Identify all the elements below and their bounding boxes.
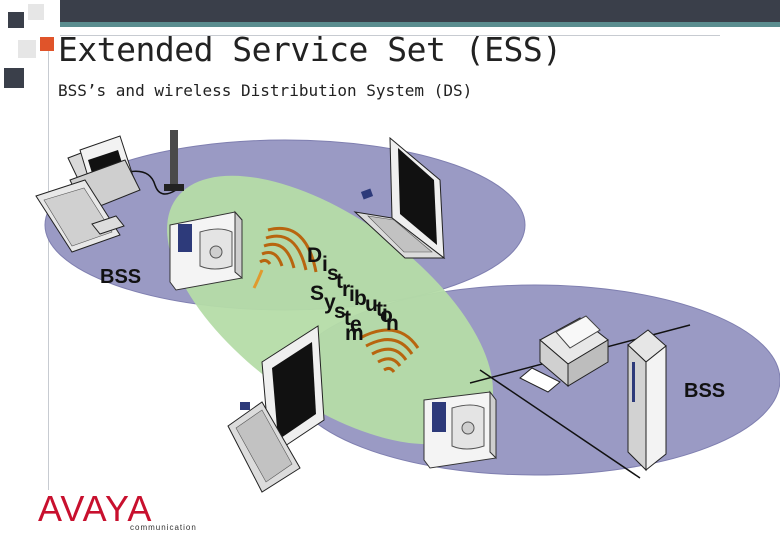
radio-waves-lower-icon [359, 328, 420, 373]
ds-letter: t [336, 270, 343, 293]
deco-square-2 [28, 4, 44, 20]
page-subtitle: BSS’s and wireless Distribution System (… [58, 81, 473, 100]
distribution-system-label: D i s t r i b u t i o n S y s t e m [307, 244, 399, 345]
laptop-top-right-icon [353, 136, 446, 260]
avaya-logo-tagline: communication [130, 523, 197, 532]
sidebar-divider [48, 50, 49, 490]
radio-waves-upper-icon [252, 226, 318, 289]
page-title: Extended Service Set (ESS) [58, 30, 562, 69]
deco-square-3 [40, 37, 54, 51]
ds-letter: D [307, 244, 322, 267]
ds-letter: i [322, 253, 328, 276]
bss-label-left: BSS [100, 266, 141, 288]
header-accent-bar [60, 22, 780, 27]
ds-letter: b [354, 287, 367, 310]
deco-square-1 [8, 12, 24, 28]
ds-letter: n [386, 312, 399, 335]
header-bar [60, 0, 780, 22]
deco-square-5 [4, 68, 24, 88]
ds-letter: i [382, 302, 388, 325]
ds-letter: t [376, 298, 383, 321]
header-divider [60, 35, 720, 36]
server-icon [627, 329, 667, 472]
access-point-left-icon [169, 210, 243, 291]
avaya-logo: AVAYA [38, 488, 153, 529]
distribution-system-area [167, 175, 493, 445]
ds-letter: s [334, 300, 346, 323]
printer-icon [519, 315, 609, 393]
bss-label-right: BSS [684, 380, 725, 402]
ds-letter: r [342, 278, 350, 301]
ds-letter: t [344, 307, 351, 330]
antenna-icon [164, 130, 184, 191]
ds-letter: S [310, 282, 324, 305]
ds-letter: o [380, 304, 393, 327]
ds-letter: i [349, 283, 355, 306]
deco-square-4 [18, 40, 36, 58]
access-point-right-icon [423, 390, 497, 469]
ds-letter: y [324, 291, 336, 314]
network-cable-left [127, 170, 177, 195]
ds-letter: s [327, 262, 339, 285]
network-cable-right [479, 369, 641, 479]
ds-letter: m [345, 322, 364, 345]
ds-letter: e [350, 313, 362, 336]
laptop-bottom-left-icon [227, 325, 325, 493]
desktop-computer-icon [35, 135, 141, 253]
ds-letter: u [365, 293, 378, 316]
